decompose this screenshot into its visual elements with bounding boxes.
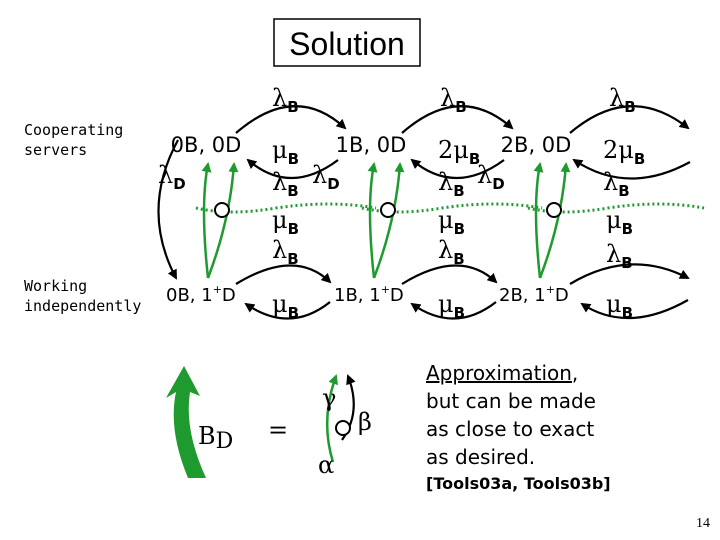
note-line-1: Approximation, [426,361,578,385]
dashed-link-0 [195,202,377,214]
green-up-1 [367,162,378,279]
rate-lambda-b-2: λB [440,84,467,116]
arc-bottom-10-lower [244,301,331,320]
green-up-2b [538,162,571,279]
equals-sign: = [268,416,288,444]
green-bd-arrow [166,366,206,478]
page-title: Solution [289,26,405,62]
rate-lambda-d-1: λD [312,161,340,193]
state-0b-1d: 0B, 1+D [166,283,236,306]
arc-bottom-2n-upper [569,263,690,285]
arc-10-20-upper [401,105,514,134]
legend-node [335,420,351,436]
dashed-link-1 [361,202,543,214]
green-up-0 [201,162,212,279]
rate-2mu-b-2: 2μB [603,136,645,168]
legend-gamma: γ [322,384,336,412]
rate-mu-b-2: μB [272,206,299,238]
legend-alpha: α [318,451,334,479]
rate-lambda-b-4: λB [272,168,299,200]
state-0b-0d: 0B, 0D [171,133,242,157]
arc-bottom-12-upper [401,264,498,285]
rate-lambda-d-0: λD [158,161,186,193]
page-number: 14 [696,516,710,531]
arc-lambda-d-left [157,139,179,280]
legend-green-curve [325,374,338,463]
legend-beta: β [358,408,372,436]
rate-lambda-b-1: λB [272,84,299,116]
cooperating-label-line2: servers [24,141,87,159]
rate-lambda-b-8: λB [438,236,465,268]
arc-10-00-lower [246,158,339,179]
rate-lambda-b-6: λB [603,168,630,200]
svg-text:1B, 1+D: 1B, 1+D [334,283,404,306]
title-box [273,18,421,67]
arc-bottom-01-upper [235,264,332,285]
bd-chain-2 [527,162,705,279]
green-up-0b [206,162,239,279]
rate-lambda-d-2: λD [477,161,505,193]
cooperating-label-line1: Cooperating [24,121,123,139]
working-label-line2: independently [24,297,141,315]
note-line-4: as desired. [426,445,535,469]
bd-node-2 [546,202,562,218]
note-line-3: as close to exact [426,417,594,441]
arc-bottom-n2-lower [580,299,689,320]
state-1b-0d: 1B, 0D [336,133,407,157]
rate-lambda-b-9: λB [606,240,633,272]
rate-2mu-b-1: 2μB [438,136,480,168]
svg-text:2B, 1+D: 2B, 1+D [499,283,569,306]
green-up-2 [533,162,544,279]
note-line-2: but can be made [426,389,596,413]
sub-chain-legend: γ β α [318,374,372,479]
rate-mu-b-7: μB [606,290,633,322]
rate-mu-b-1: μB [272,136,299,168]
approximation-note: Approximation, but can be made as close … [426,361,611,493]
reference: [Tools03a, Tools03b] [426,474,611,493]
working-label-line1: Working [24,277,87,295]
arc-00-10-upper [235,105,347,134]
bd-chain-0 [195,162,377,279]
rate-lambda-b-3: λB [609,84,636,116]
green-up-1b [372,162,405,279]
svg-text:0B, 1+D: 0B, 1+D [166,283,236,306]
arc-20-next-upper [569,105,690,134]
rate-mu-b-3: μB [438,206,465,238]
state-2b-1d: 2B, 1+D [499,283,569,306]
bd-symbol: BD [198,422,233,454]
state-1b-1d: 1B, 1+D [334,283,404,306]
bd-legend: BD = [166,366,288,478]
bd-node-0 [214,202,230,218]
rate-lambda-b-7: λB [272,236,299,268]
arc-next-20-lower [572,158,691,180]
rate-lambda-b-5: λB [438,168,465,200]
bd-node-1 [380,202,396,218]
state-2b-0d: 2B, 0D [501,133,572,157]
rate-mu-b-4: μB [606,206,633,238]
bd-chain-1 [361,162,543,279]
arc-bottom-21-lower [410,301,497,320]
rate-mu-b-5: μB [272,290,299,322]
rate-mu-b-6: μB [438,290,465,322]
arc-20-10-lower [410,158,505,179]
